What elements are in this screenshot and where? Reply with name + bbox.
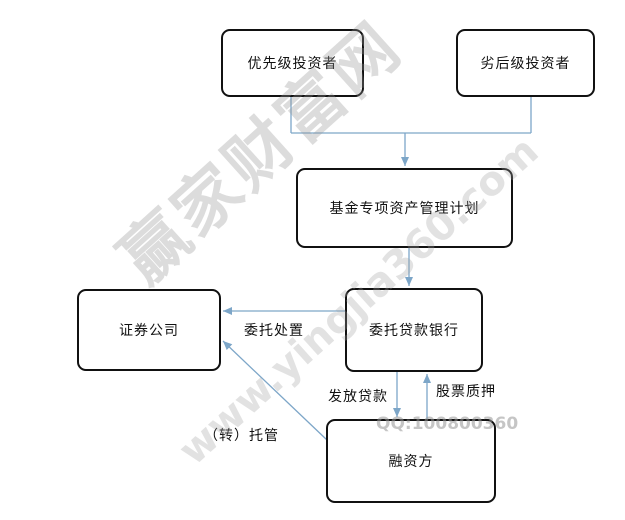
entrusted-bank-box: 委托贷款银行 xyxy=(345,288,483,372)
securities-company-box: 证券公司 xyxy=(77,289,221,371)
issue-loan-label: 发放贷款 xyxy=(328,389,388,405)
entrusted-bank-label: 委托贷款银行 xyxy=(369,323,459,339)
asset-plan-box: 基金专项资产管理计划 xyxy=(296,168,513,248)
senior-investor-box: 优先级投资者 xyxy=(221,29,364,97)
junior-investor-label: 劣后级投资者 xyxy=(480,56,571,72)
share-pledge-label: 股票质押 xyxy=(436,384,496,400)
senior-investor-label: 优先级投资者 xyxy=(247,56,338,72)
borrower-label: 融资方 xyxy=(388,454,434,470)
custody-arrow xyxy=(222,340,328,441)
entrust-disposal-label: 委托处置 xyxy=(244,323,304,339)
borrower-box: 融资方 xyxy=(326,419,496,503)
junior-investor-box: 劣后级投资者 xyxy=(456,29,595,97)
asset-plan-label: 基金专项资产管理计划 xyxy=(329,201,480,217)
custody-label: （转）托管 xyxy=(204,428,279,444)
securities-company-label: 证券公司 xyxy=(119,323,179,339)
